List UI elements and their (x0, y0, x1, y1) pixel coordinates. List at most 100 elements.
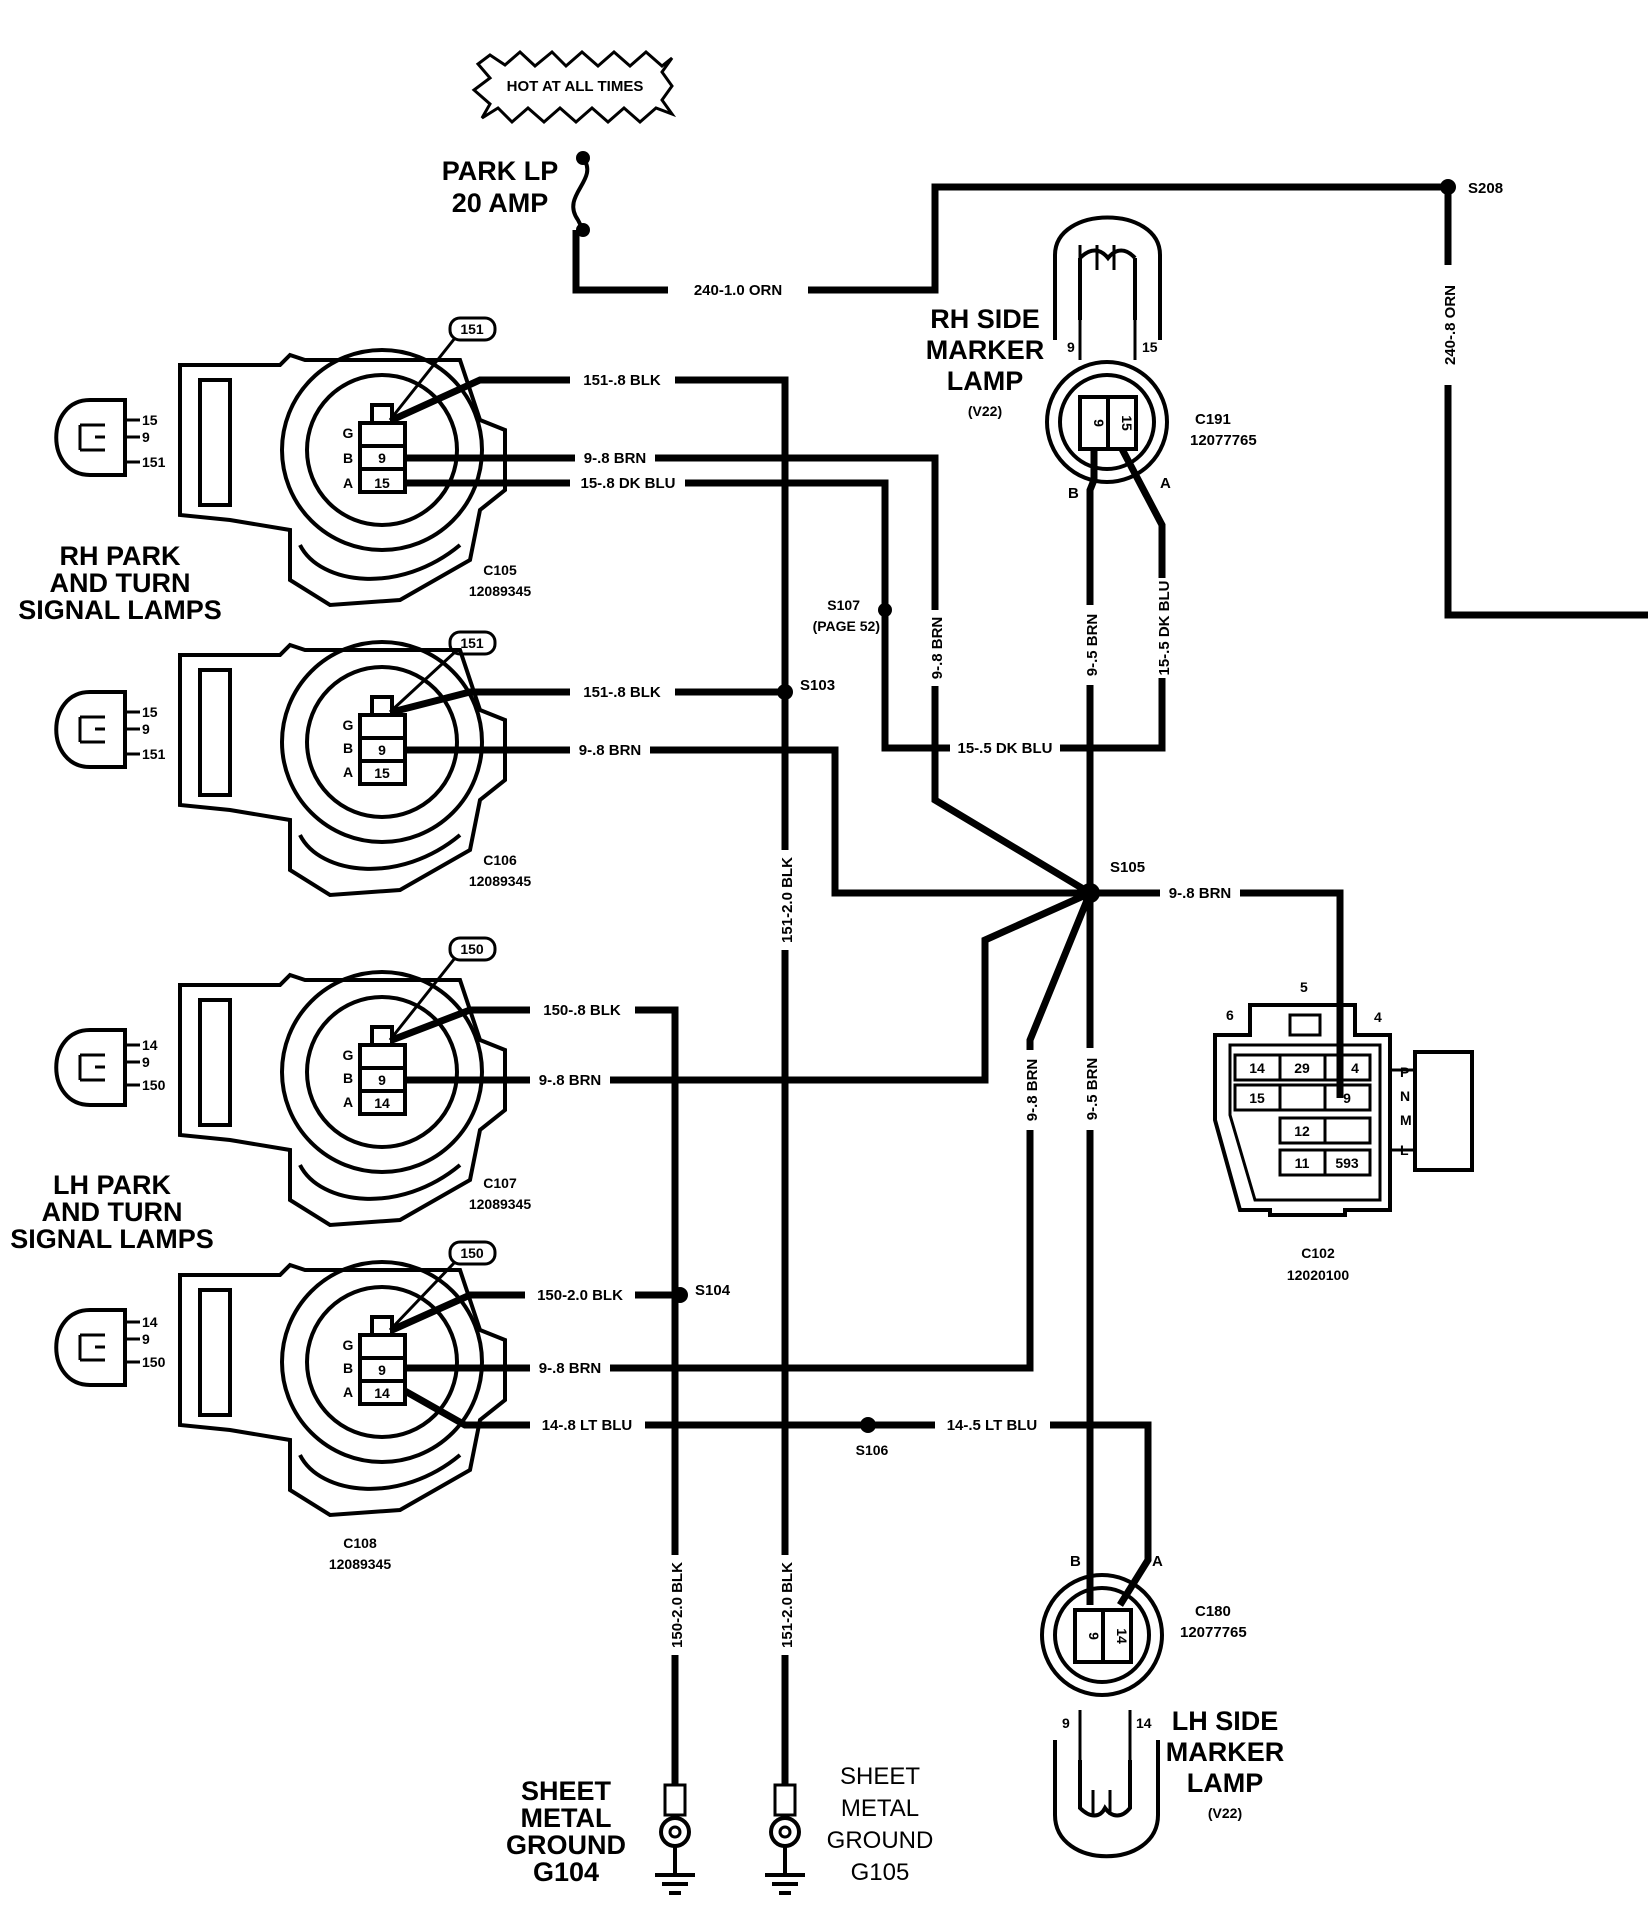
c102-side-l: L (1400, 1142, 1409, 1158)
lh-marker-title-1: LH SIDE (1172, 1706, 1279, 1736)
wire-9-c107 (405, 889, 1092, 1084)
c106-pin-a: A (343, 764, 353, 780)
wire-151d-label: 151-2.0 BLK (779, 1562, 796, 1648)
rh-marker-title-1: RH SIDE (930, 304, 1040, 334)
wire-150c-label: 150-2.0 BLK (669, 1562, 686, 1648)
splice-s106-label: S106 (856, 1442, 889, 1458)
c108-bulb-pin-150: 150 (142, 1354, 166, 1370)
c107-label: C107 (483, 1175, 517, 1191)
c180-side-b: B (1070, 1553, 1081, 1570)
c106-pin-g: G (343, 717, 354, 733)
wire-240-branch (1444, 187, 1648, 619)
rh-side-marker-lamp: 9 15 RH SIDE MARKER LAMP (V22) 9 15 C191… (926, 215, 1257, 502)
c107-bulb-pin-9: 9 (142, 1054, 150, 1070)
c102-side-m: M (1400, 1112, 1412, 1128)
c105-label: C105 (483, 562, 517, 578)
c105-cavity-9: 9 (378, 450, 386, 466)
wire-9a-label: 9-.8 BRN (584, 450, 647, 467)
wire-9g-label: 9-.8 BRN (1024, 1059, 1041, 1122)
lh-marker-pin-left: 9 (1062, 1715, 1070, 1731)
c108-pin-a: A (343, 1384, 353, 1400)
rh-marker-title-3: LAMP (947, 366, 1024, 396)
wire-9-rh-to-lh-marker (1086, 449, 1098, 1605)
c108-pin-b: B (343, 1360, 353, 1376)
c107-part: 12089345 (469, 1196, 532, 1212)
wire-9-c105 (405, 454, 1092, 897)
c105-cavity-15: 15 (374, 475, 390, 491)
c107-cavity-9: 9 (378, 1072, 386, 1088)
c102-cell-12: 12 (1294, 1123, 1310, 1139)
c106-bulb-pin-9: 9 (142, 721, 150, 737)
lh-marker-title-2: MARKER (1166, 1737, 1285, 1767)
wire-15a-label: 15-.8 DK BLU (580, 475, 675, 492)
c107-bulb-pin-14: 14 (142, 1037, 158, 1053)
wire-9-c108 (405, 891, 1094, 1372)
c105-pin-b: B (343, 450, 353, 466)
c108-pin-g: G (343, 1337, 354, 1353)
c102-top-5: 5 (1300, 979, 1308, 995)
wire-14b-label: 14-.5 LT BLU (947, 1417, 1038, 1434)
g105-line-3: GROUND (827, 1827, 934, 1854)
c191-cavity-9: 9 (1091, 419, 1107, 427)
rh-park-title-3: SIGNAL LAMPS (18, 595, 222, 625)
c107-cavity-14: 14 (374, 1095, 390, 1111)
lh-side-marker-lamp: 9 14 B A C180 12077765 9 14 LH SIDE MARK… (1040, 1553, 1285, 1859)
splice-s208-label: S208 (1468, 180, 1503, 197)
c107-bulb-pin-150: 150 (142, 1077, 166, 1093)
rh-marker-pin-left: 9 (1067, 339, 1075, 355)
c102-side-n: N (1400, 1088, 1410, 1104)
wire-240-main (572, 183, 1448, 294)
wire-240b-label: 240-.8 ORN (1442, 285, 1459, 365)
g104-line-1: SHEET (521, 1776, 612, 1806)
c105-pin-g: G (343, 425, 354, 441)
c102-label: C102 (1301, 1245, 1335, 1261)
rh-park-lamp-c106: 9 15 G B A 15 9 151 151 C106 12089345 (54, 630, 531, 898)
fuse-park-lp: PARK LP 20 AMP (442, 151, 590, 237)
c102-top-4: 4 (1374, 1009, 1382, 1025)
c105-bulb-pin-9: 9 (142, 429, 150, 445)
fuse-rating: 20 AMP (452, 188, 549, 218)
c102-cell-9: 9 (1343, 1090, 1351, 1106)
c191-part: 12077765 (1190, 432, 1257, 449)
wire-15-c105 (405, 479, 1100, 752)
c106-cavity-9: 9 (378, 742, 386, 758)
wire-151b-label: 151-.8 BLK (583, 684, 661, 701)
rh-park-title-1: RH PARK (60, 541, 182, 571)
wire-9e-label: 9-.8 BRN (1169, 885, 1232, 902)
wire-9h-label: 9-.5 BRN (1084, 1058, 1101, 1121)
wire-9d-label: 9-.5 BRN (1084, 614, 1101, 677)
c108-bulb-pin-14: 14 (142, 1314, 158, 1330)
wire-14a-label: 14-.8 LT BLU (542, 1417, 633, 1434)
c107-pin-g: G (343, 1047, 354, 1063)
lh-marker-pin-right: 14 (1136, 1715, 1152, 1731)
splice-s103 (777, 684, 793, 700)
c105-bulb-pin-15: 15 (142, 412, 158, 428)
rh-park-lamp-c105: 9 15 G B A 15 9 151 151 C105 12089345 (54, 316, 531, 608)
g104-line-4: G104 (533, 1857, 599, 1887)
g105-line-2: METAL (841, 1795, 919, 1822)
c191-side-b: B (1068, 485, 1079, 502)
g104-line-2: METAL (521, 1803, 612, 1833)
c180-cavity-9: 9 (1086, 1632, 1102, 1640)
lh-marker-option: (V22) (1208, 1805, 1242, 1821)
c180-part: 12077765 (1180, 1624, 1247, 1641)
rh-marker-pin-right: 15 (1142, 339, 1158, 355)
wire-240-label: 240-1.0 ORN (694, 282, 782, 299)
lh-park-title-2: AND TURN (42, 1197, 183, 1227)
c107-pin-a: A (343, 1094, 353, 1110)
lh-marker-title-3: LAMP (1187, 1768, 1264, 1798)
lh-park-title-1: LH PARK (53, 1170, 171, 1200)
c106-bulb-pin-151: 151 (142, 746, 166, 762)
lh-park-lamp-c107: 9 14 G B A 14 9 150 150 C107 12089345 (54, 936, 532, 1228)
c180-cavity-14: 14 (1114, 1628, 1130, 1644)
wire-151-c105 (390, 376, 789, 1480)
wire-9c-label: 9-.8 BRN (929, 617, 946, 680)
ground-g104-icon (655, 1783, 695, 1895)
fuse-name: PARK LP (442, 156, 559, 186)
c106-cavity-15: 15 (374, 765, 390, 781)
c180-label: C180 (1195, 1603, 1231, 1620)
hot-tag-text: HOT AT ALL TIMES (507, 78, 644, 95)
hot-at-all-times-tag: HOT AT ALL TIMES (471, 49, 677, 125)
c106-bulb-pin-15: 15 (142, 704, 158, 720)
